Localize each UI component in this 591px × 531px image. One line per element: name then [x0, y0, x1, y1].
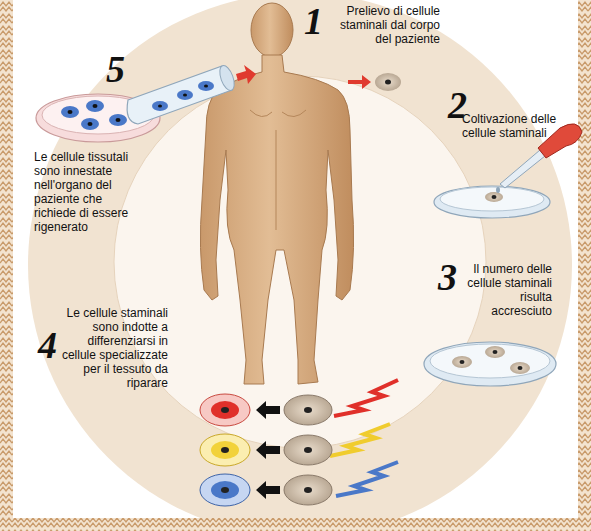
callout-number: 1 — [304, 2, 334, 40]
callout-number: 5 — [106, 50, 136, 88]
differentiation — [200, 380, 398, 506]
step-text: Le cellule tissutali sono innestate nell… — [34, 150, 132, 234]
ring — [28, 0, 572, 531]
step-text: Il numero delle cellule staminali risult… — [466, 262, 552, 318]
graft-dish-tube — [36, 64, 256, 142]
human-figure — [200, 3, 353, 384]
extracted-cell — [348, 73, 401, 91]
callout-number: 3 — [438, 258, 468, 296]
step-text: Le cellule staminali sono indotte a diff… — [56, 306, 168, 390]
step-text: Coltivazione delle cellule staminali — [462, 112, 558, 140]
step-text: Prelievo di cellule staminali dal corpo … — [336, 4, 440, 46]
petri-dish-cells — [424, 342, 556, 386]
